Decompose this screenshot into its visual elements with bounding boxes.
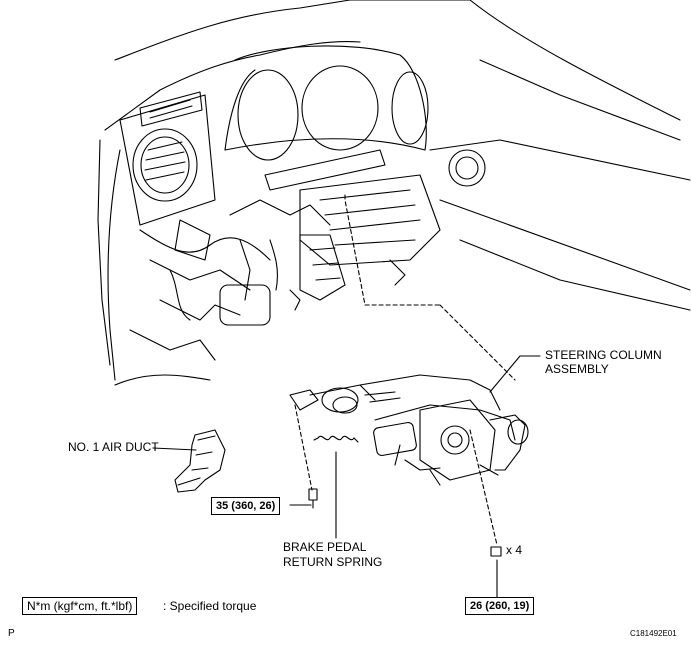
brake-spring-label-line1: BRAKE PEDAL	[283, 540, 367, 554]
air-duct-label: NO. 1 AIR DUCT	[68, 440, 159, 454]
dashboard-drawing	[97, 0, 691, 386]
steering-column-label-line2: ASSEMBLY	[545, 362, 609, 376]
figure-id: C181492E01	[630, 629, 677, 638]
torque-unit-legend-box: N*m (kgf*cm, ft.*lbf)	[22, 597, 138, 615]
brake-spring-drawing	[313, 435, 359, 443]
air-duct-drawing	[174, 429, 226, 493]
multiplier-label: x 4	[506, 543, 523, 557]
torque-unit-legend-text: : Specified torque	[163, 599, 257, 613]
torque-box-large-bolt: 26 (260, 19)	[465, 597, 535, 615]
dashed-leaders	[294, 194, 516, 546]
torque-box-small-bolt: 35 (360, 26)	[211, 497, 281, 515]
brake-spring-label-line2: RETURN SPRING	[283, 555, 383, 569]
steering-column-drawing	[289, 374, 529, 557]
leader-lines	[152, 355, 541, 601]
steering-column-label-line1: STEERING COLUMN	[545, 348, 662, 362]
footer-code: P	[8, 628, 15, 639]
